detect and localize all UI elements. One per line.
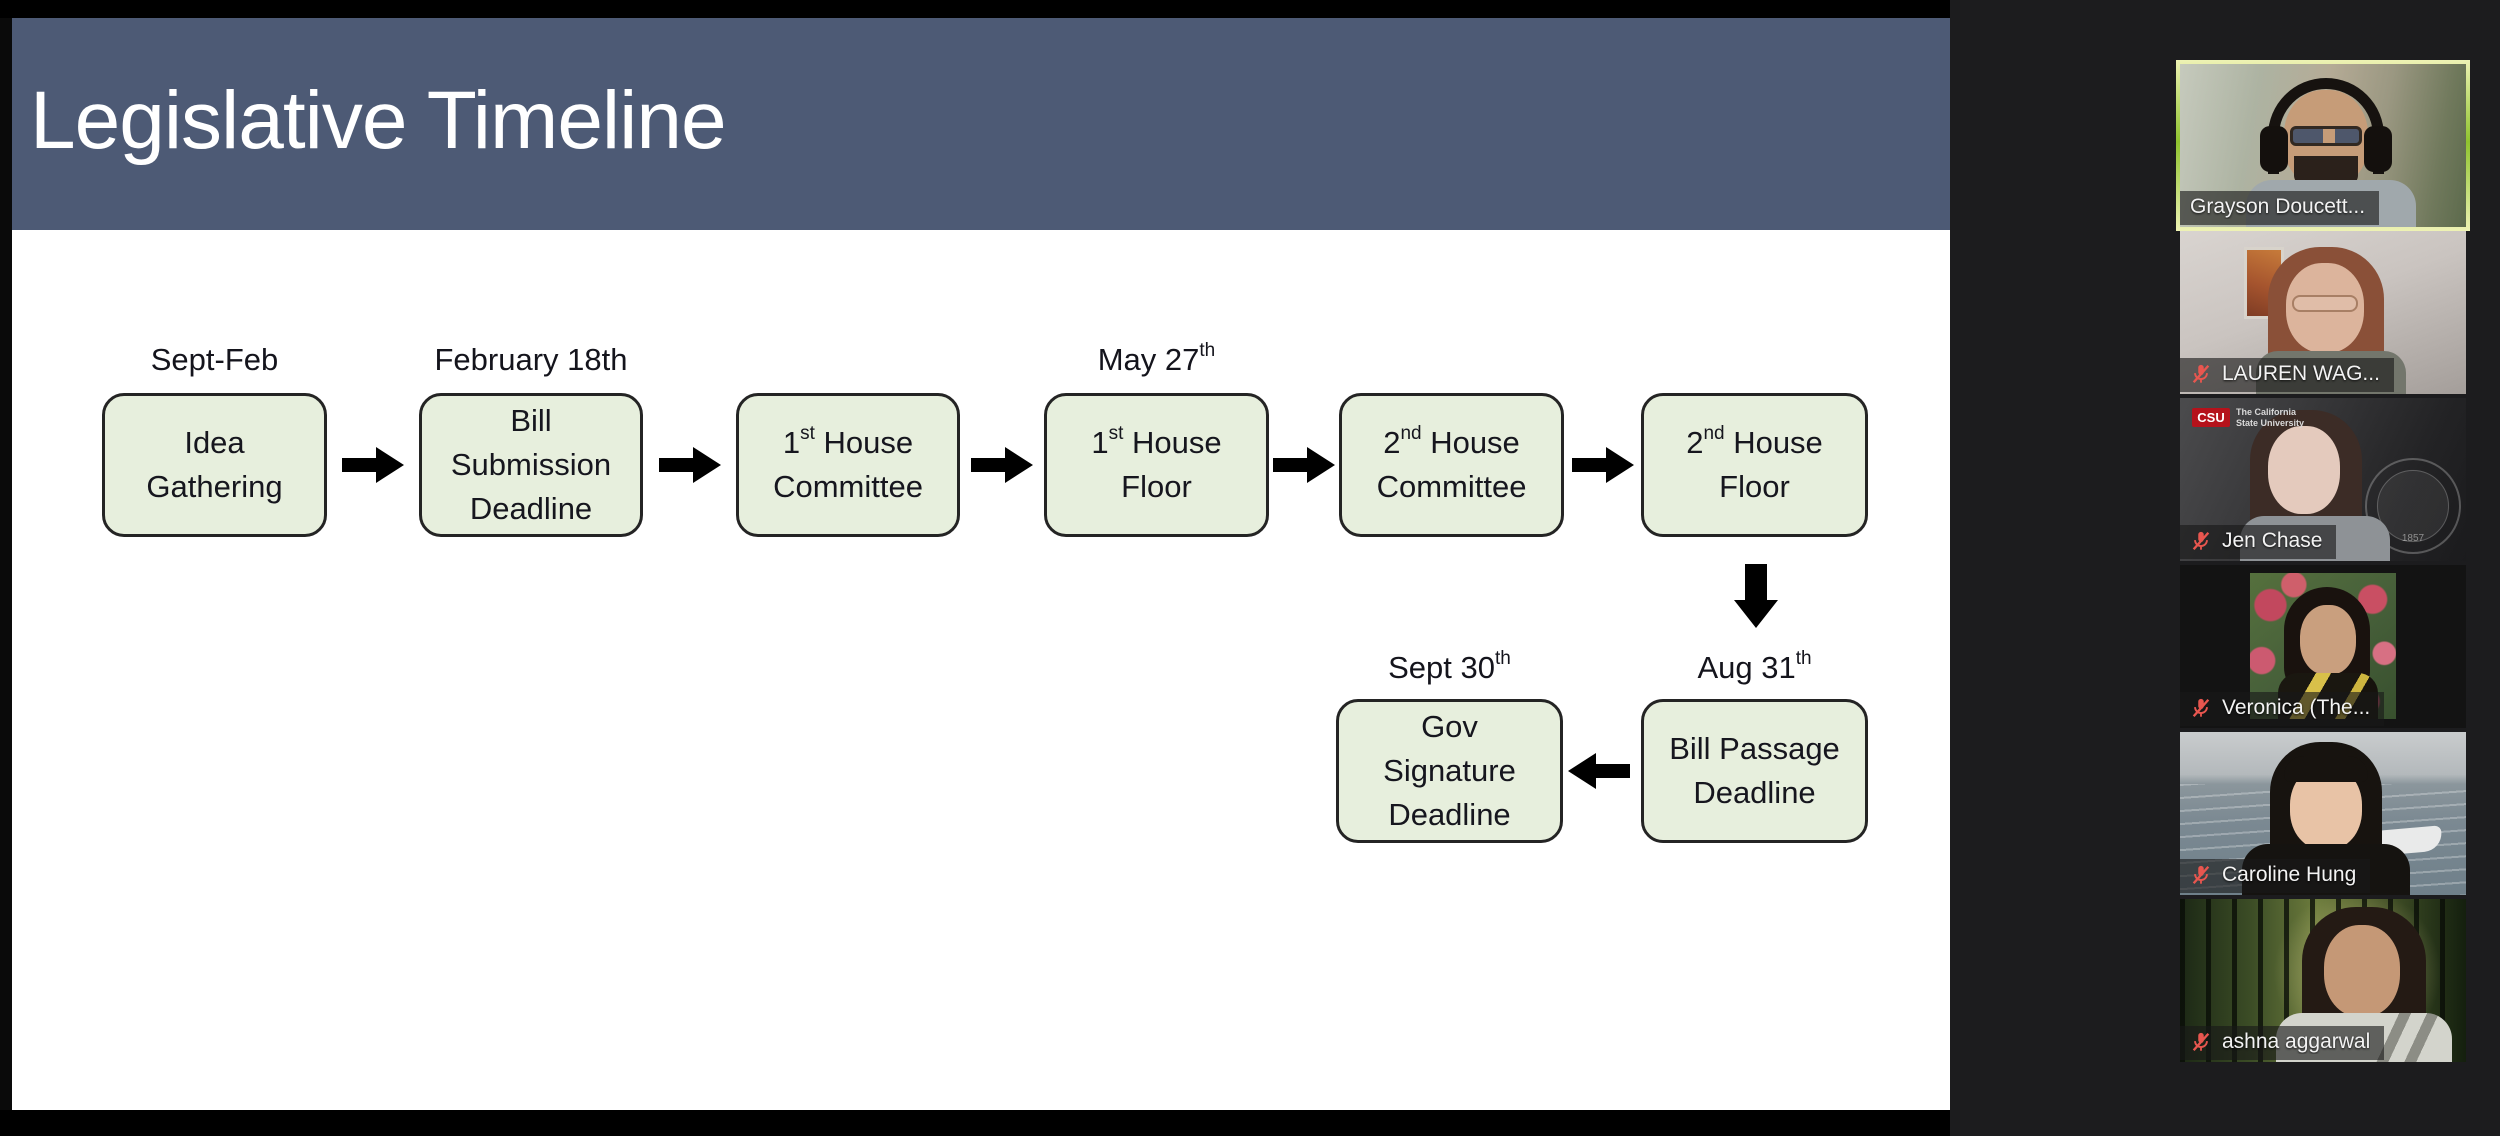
participant-tile-caroline[interactable]: Caroline Hung	[2180, 732, 2466, 895]
mic-muted-icon	[2192, 1032, 2210, 1052]
mic-muted-icon	[2192, 865, 2210, 885]
csu-logo-text: The California State University	[2236, 407, 2305, 428]
participant-video-person	[2180, 732, 2466, 895]
date-label: Sept-Feb	[150, 342, 279, 377]
participant-tile-ashna[interactable]: ashna aggarwal	[2180, 899, 2466, 1062]
participant-name-tag: Veronica (The...	[2180, 692, 2385, 726]
participant-name: Caroline Hung	[2222, 863, 2357, 886]
csu-logo-icon: CSU	[2192, 408, 2230, 427]
slide-title-band: Legislative Timeline	[12, 18, 1950, 230]
arrow-right-icon	[1273, 447, 1335, 483]
participant-name: LAUREN WAG...	[2222, 362, 2380, 385]
screen-share-top-edge	[0, 0, 1950, 18]
glasses	[2292, 295, 2358, 312]
page-title: Legislative Timeline	[30, 75, 727, 166]
flow-box-2nd-house-committee: 2nd House Committee	[1339, 393, 1564, 537]
participant-video-person	[2180, 64, 2466, 227]
screen-share-left-edge	[0, 18, 12, 1110]
active-speaker-frame: Grayson Doucett...	[2176, 60, 2470, 231]
date-label: Sept 30th	[1388, 648, 1511, 685]
participant-name: Grayson Doucett...	[2190, 195, 2366, 218]
glasses	[2290, 126, 2362, 146]
participant-tile-grayson[interactable]: Grayson Doucett...	[2180, 64, 2466, 227]
date-label: Aug 31th	[1697, 648, 1812, 685]
arrow-right-icon	[659, 447, 721, 483]
csu-seal-icon: 1857	[2365, 458, 2461, 554]
participant-name: ashna aggarwal	[2222, 1030, 2371, 1053]
flow-box-2nd-house-floor: 2nd House Floor	[1641, 393, 1868, 537]
flow-box-bill-submission-deadline: Bill Submission Deadline	[419, 393, 643, 537]
arrow-right-icon	[342, 447, 404, 483]
flow-box-1st-house-floor: 1st House Floor	[1044, 393, 1269, 537]
arrow-left-icon	[1568, 753, 1630, 789]
arrow-right-icon	[1572, 447, 1634, 483]
flow-box-bill-passage-deadline: Bill Passage Deadline	[1641, 699, 1868, 843]
date-label: May 27th	[1097, 340, 1216, 377]
mic-muted-icon	[2192, 698, 2210, 718]
participant-name-tag: Jen Chase	[2180, 525, 2337, 559]
participant-name-tag: LAUREN WAG...	[2180, 358, 2394, 392]
participant-tile-lauren[interactable]: LAUREN WAG...	[2180, 231, 2466, 394]
participant-name: Veronica (The...	[2222, 696, 2371, 719]
flow-box-gov-signature-deadline: Gov Signature Deadline	[1336, 699, 1563, 843]
participant-name-tag: Caroline Hung	[2180, 859, 2371, 893]
arrow-right-icon	[971, 447, 1033, 483]
mic-muted-icon	[2192, 531, 2210, 551]
participant-tile-veronica[interactable]: Veronica (The...	[2180, 565, 2466, 728]
flow-box-idea-gathering: Idea Gathering	[102, 393, 327, 537]
flow-box-1st-house-committee: 1st House Committee	[736, 393, 960, 537]
participant-name: Jen Chase	[2222, 529, 2323, 552]
mic-muted-icon	[2192, 364, 2210, 384]
arrow-down-icon	[1734, 564, 1778, 628]
slide-canvas: Sept-Feb February 18th May 27th Sept 30t…	[12, 230, 1950, 1110]
date-label: February 18th	[434, 342, 628, 377]
screen-share-bottom-edge	[0, 1110, 1950, 1136]
participant-name-tag: ashna aggarwal	[2180, 1026, 2385, 1060]
participant-name-tag: Grayson Doucett...	[2180, 191, 2380, 225]
participants-panel: Grayson Doucett... LAUREN WAG...	[1950, 0, 2500, 1136]
participant-tile-jen[interactable]: 1857 CSU The California State University…	[2180, 398, 2466, 561]
